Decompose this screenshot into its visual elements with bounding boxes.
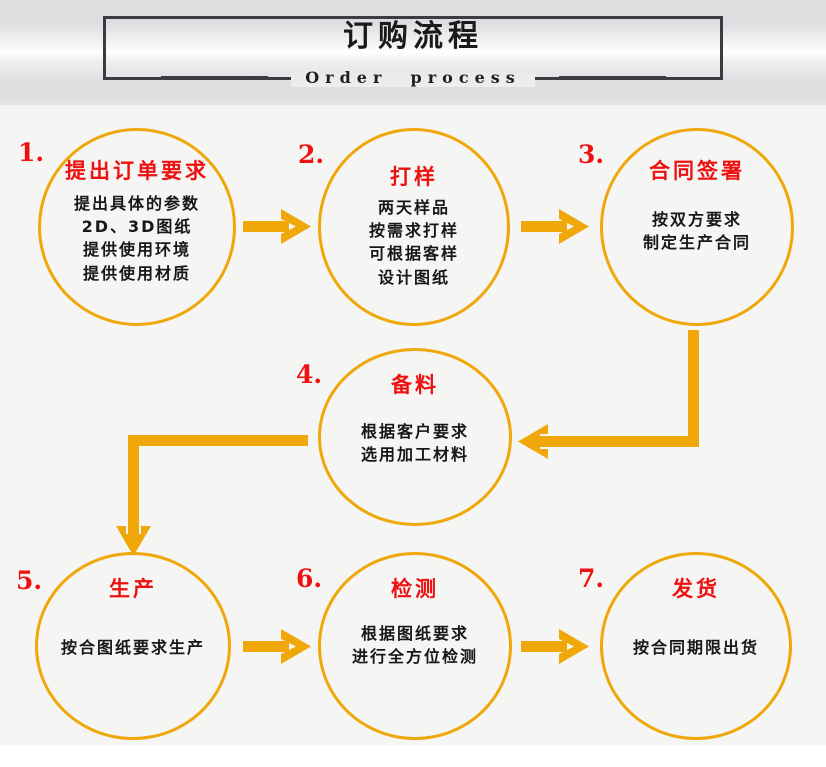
flow-node-2-line-3: 可根据客样 (368, 244, 459, 264)
flow-node-7-number: 7. (578, 564, 605, 593)
flow-node-1-title: 提出订单要求 (65, 159, 209, 183)
flow-node-1-lines: 提出具体的参数 2D、3D图纸 提供使用环境 提供使用材质 (74, 192, 200, 285)
flow-node-3-number: 3. (578, 140, 605, 169)
flow-node-2-lines: 两天样品 按需求打样 可根据客样 设计图纸 (369, 196, 459, 289)
page-subtitle: Order process (291, 67, 535, 87)
flow-node-5-lines: 按合图纸要求生产 (61, 636, 205, 659)
flow-node-6-lines: 根据图纸要求 进行全方位检测 (352, 622, 478, 668)
flow-node-7-line-1: 按合同期限出货 (632, 638, 759, 657)
flow-node-4-lines: 根据客户要求 选用加工材料 (361, 420, 469, 466)
flow-node-4-title: 备料 (391, 373, 439, 397)
flow-node-3-line-2: 制定生产合同 (642, 233, 751, 253)
flow-node-6-line-2: 进行全方位检测 (351, 647, 478, 667)
flow-node-1-line-4: 提供使用材质 (82, 263, 191, 283)
flow-node-2-line-1: 两天样品 (377, 198, 450, 217)
flow-node-6-line-1: 根据图纸要求 (360, 624, 469, 643)
flow-node-1-line-2: 2D、3D图纸 (81, 217, 193, 237)
flow-node-5-number: 5. (16, 566, 43, 595)
flow-node-1-line-3: 提供使用环境 (82, 240, 191, 260)
flow-node-4-number: 4. (296, 360, 323, 389)
flow-node-2-number: 2. (298, 140, 325, 169)
flow-node-7-lines: 按合同期限出货 (633, 636, 759, 659)
flow-node-3-lines: 按双方要求 制定生产合同 (643, 208, 751, 254)
flow-node-5-line-1: 按合图纸要求生产 (60, 638, 205, 657)
flow-node-4[interactable]: 备料 根据客户要求 选用加工材料 (318, 348, 512, 526)
flow-node-1-number: 1. (18, 138, 45, 167)
flow-node-6-title: 检测 (391, 577, 439, 601)
page-subtitle-wrap: Order process (0, 66, 826, 88)
flow-node-3[interactable]: 合同签署 按双方要求 制定生产合同 (600, 128, 794, 326)
flow-node-2-title: 打样 (390, 165, 438, 189)
flow-node-5[interactable]: 生产 按合图纸要求生产 (35, 552, 231, 740)
page-title: 订购流程 (343, 19, 483, 54)
flow-node-3-title: 合同签署 (649, 159, 745, 183)
flow-node-4-line-2: 选用加工材料 (360, 445, 469, 465)
flow-node-2-line-4: 设计图纸 (377, 267, 450, 287)
title-rule-right (559, 76, 666, 79)
flow-node-6[interactable]: 检测 根据图纸要求 进行全方位检测 (318, 552, 512, 740)
title-rule-left (161, 76, 268, 79)
flow-node-7-title: 发货 (672, 577, 720, 601)
flow-node-4-line-1: 根据客户要求 (360, 422, 469, 441)
flow-node-7[interactable]: 发货 按合同期限出货 (600, 552, 792, 740)
flow-node-2[interactable]: 打样 两天样品 按需求打样 可根据客样 设计图纸 (318, 128, 510, 326)
flow-node-1[interactable]: 提出订单要求 提出具体的参数 2D、3D图纸 提供使用环境 提供使用材质 (38, 128, 236, 326)
flow-node-6-number: 6. (296, 564, 323, 593)
flow-node-1-line-1: 提出具体的参数 (73, 194, 200, 213)
flow-node-5-title: 生产 (109, 577, 157, 601)
flow-node-2-line-2: 按需求打样 (368, 221, 459, 241)
flow-node-3-line-1: 按双方要求 (651, 210, 742, 229)
